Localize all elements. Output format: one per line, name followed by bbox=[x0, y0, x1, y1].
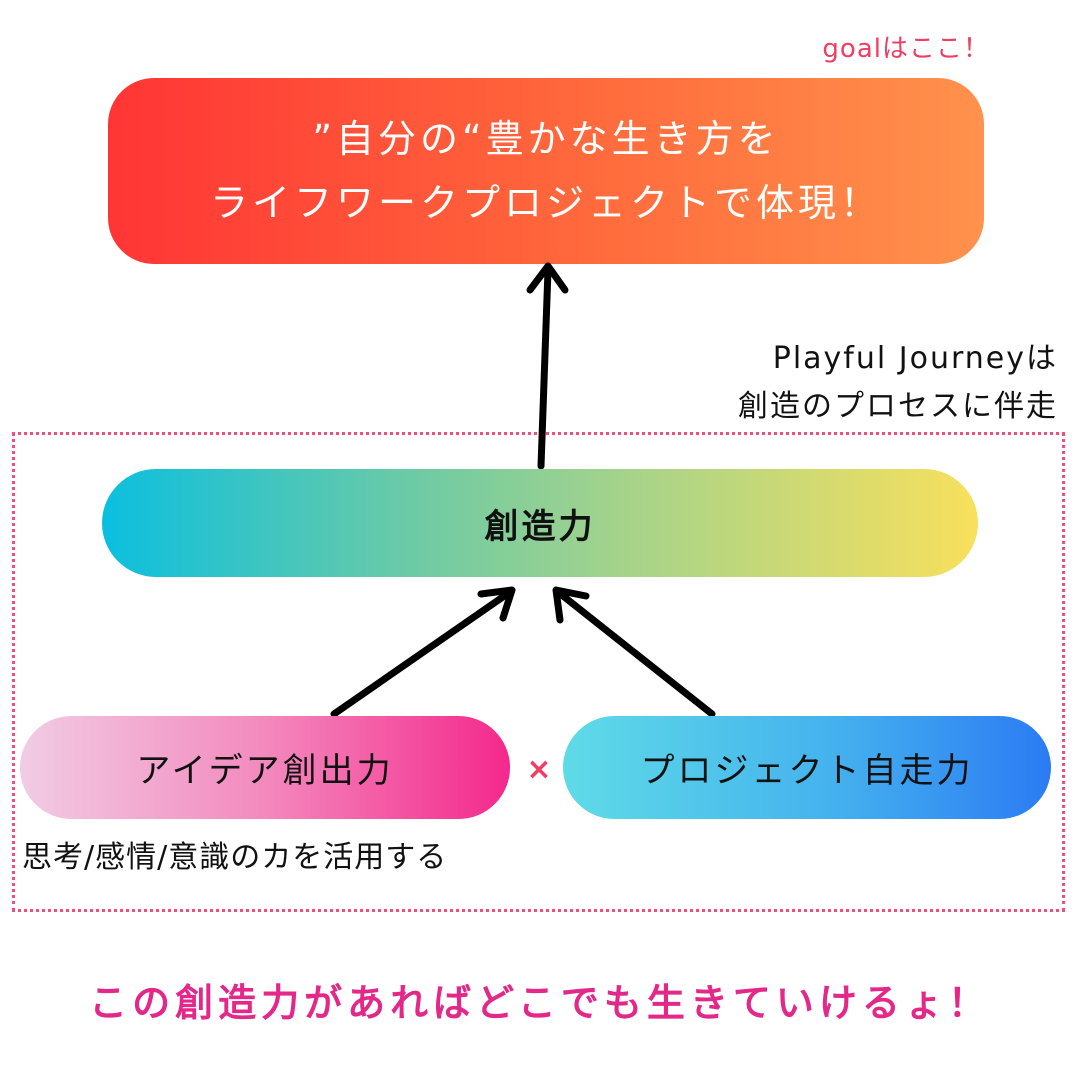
times-symbol: × bbox=[526, 752, 552, 787]
arrow-to-goal bbox=[526, 262, 569, 470]
creativity-label: 創造力 bbox=[484, 506, 596, 547]
goal-line-2: ライフワークプロジェクトで体現！ bbox=[209, 181, 882, 225]
arrow-from-project bbox=[552, 586, 716, 718]
dotted-frame bbox=[12, 432, 1065, 912]
bottom-message: この創造力があればどこでも生きていけるょ！ bbox=[89, 981, 991, 1025]
arrow-from-idea bbox=[330, 586, 516, 718]
project-self-drive-box: プロジェクト自走力 bbox=[563, 716, 1051, 819]
journey-note-line-1: Playful Journeyは bbox=[772, 341, 1058, 376]
idea-creation-box: アイデア創出力 bbox=[20, 716, 510, 819]
goal-note: goalはここ！ bbox=[822, 34, 990, 64]
playful-journey-note: Playful Journeyは 創造のプロセスに伴走 bbox=[598, 335, 1058, 431]
journey-note-line-2: 創造のプロセスに伴走 bbox=[738, 389, 1058, 424]
project-self-drive-label: プロジェクト自走力 bbox=[640, 751, 974, 791]
idea-creation-label: アイデア創出力 bbox=[136, 751, 394, 791]
goal-line-1: ”自分の“豊かな生き方を bbox=[312, 117, 780, 161]
goal-box: ”自分の“豊かな生き方を ライフワークプロジェクトで体現！ bbox=[108, 78, 984, 264]
skills-caption: 思考/感情/意識のカを活用する bbox=[22, 840, 448, 875]
creativity-box: 創造力 bbox=[102, 469, 978, 577]
